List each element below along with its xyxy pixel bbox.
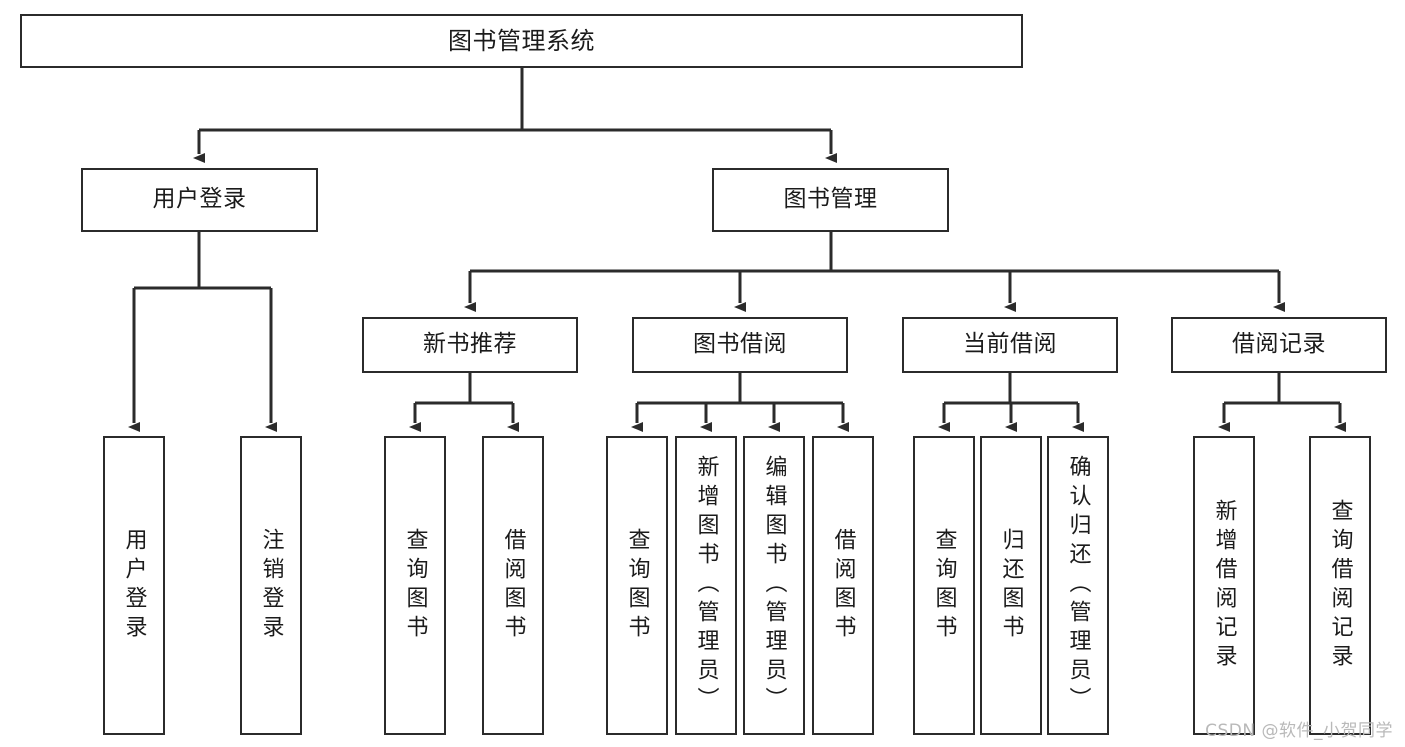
node-leaf-edit-book-label: 编辑图书（管理员）: [761, 455, 787, 716]
node-leaf-borrow-book-b[interactable]: 借阅图书: [812, 436, 874, 735]
node-leaf-edit-book[interactable]: 编辑图书（管理员）: [743, 436, 805, 735]
node-leaf-query-book-a[interactable]: 查询图书: [384, 436, 446, 735]
node-leaf-add-book[interactable]: 新增图书（管理员）: [675, 436, 737, 735]
node-leaf-logout[interactable]: 注销登录: [240, 436, 302, 735]
node-leaf-query-record-label: 查询借阅记录: [1327, 498, 1353, 673]
node-leaf-query-book-a-label: 查询图书: [402, 527, 428, 644]
node-new-book-rec-label: 新书推荐: [423, 331, 517, 358]
node-leaf-query-book-c[interactable]: 查询图书: [913, 436, 975, 735]
node-borrow-record[interactable]: 借阅记录: [1171, 317, 1387, 373]
node-root[interactable]: 图书管理系统: [20, 14, 1023, 68]
node-leaf-user-login[interactable]: 用户登录: [103, 436, 165, 735]
node-leaf-add-book-label: 新增图书（管理员）: [693, 455, 719, 716]
node-leaf-query-book-b[interactable]: 查询图书: [606, 436, 668, 735]
node-leaf-add-record-label: 新增借阅记录: [1211, 498, 1237, 673]
node-leaf-return-book-label: 归还图书: [998, 527, 1024, 644]
node-leaf-confirm-return-label: 确认归还（管理员）: [1065, 455, 1091, 716]
node-leaf-add-record[interactable]: 新增借阅记录: [1193, 436, 1255, 735]
node-current-borrow-label: 当前借阅: [963, 331, 1057, 358]
node-user-login-label: 用户登录: [152, 186, 247, 213]
watermark: CSDN @软件_小贺同学: [1205, 721, 1393, 741]
node-leaf-return-book[interactable]: 归还图书: [980, 436, 1042, 735]
node-leaf-borrow-book-a[interactable]: 借阅图书: [482, 436, 544, 735]
node-leaf-query-book-b-label: 查询图书: [624, 527, 650, 644]
node-leaf-borrow-book-b-label: 借阅图书: [830, 527, 856, 644]
node-leaf-borrow-book-a-label: 借阅图书: [500, 527, 526, 644]
node-leaf-query-record[interactable]: 查询借阅记录: [1309, 436, 1371, 735]
node-book-manage[interactable]: 图书管理: [712, 168, 949, 232]
node-root-label: 图书管理系统: [448, 26, 595, 55]
node-user-login[interactable]: 用户登录: [81, 168, 318, 232]
node-book-manage-label: 图书管理: [783, 186, 878, 213]
node-leaf-confirm-return[interactable]: 确认归还（管理员）: [1047, 436, 1109, 735]
node-current-borrow[interactable]: 当前借阅: [902, 317, 1118, 373]
node-leaf-user-login-label: 用户登录: [121, 527, 147, 644]
node-book-borrow-label: 图书借阅: [693, 331, 787, 358]
node-leaf-logout-label: 注销登录: [258, 527, 284, 644]
node-new-book-rec[interactable]: 新书推荐: [362, 317, 578, 373]
node-book-borrow[interactable]: 图书借阅: [632, 317, 848, 373]
node-leaf-query-book-c-label: 查询图书: [931, 527, 957, 644]
node-borrow-record-label: 借阅记录: [1232, 331, 1326, 358]
